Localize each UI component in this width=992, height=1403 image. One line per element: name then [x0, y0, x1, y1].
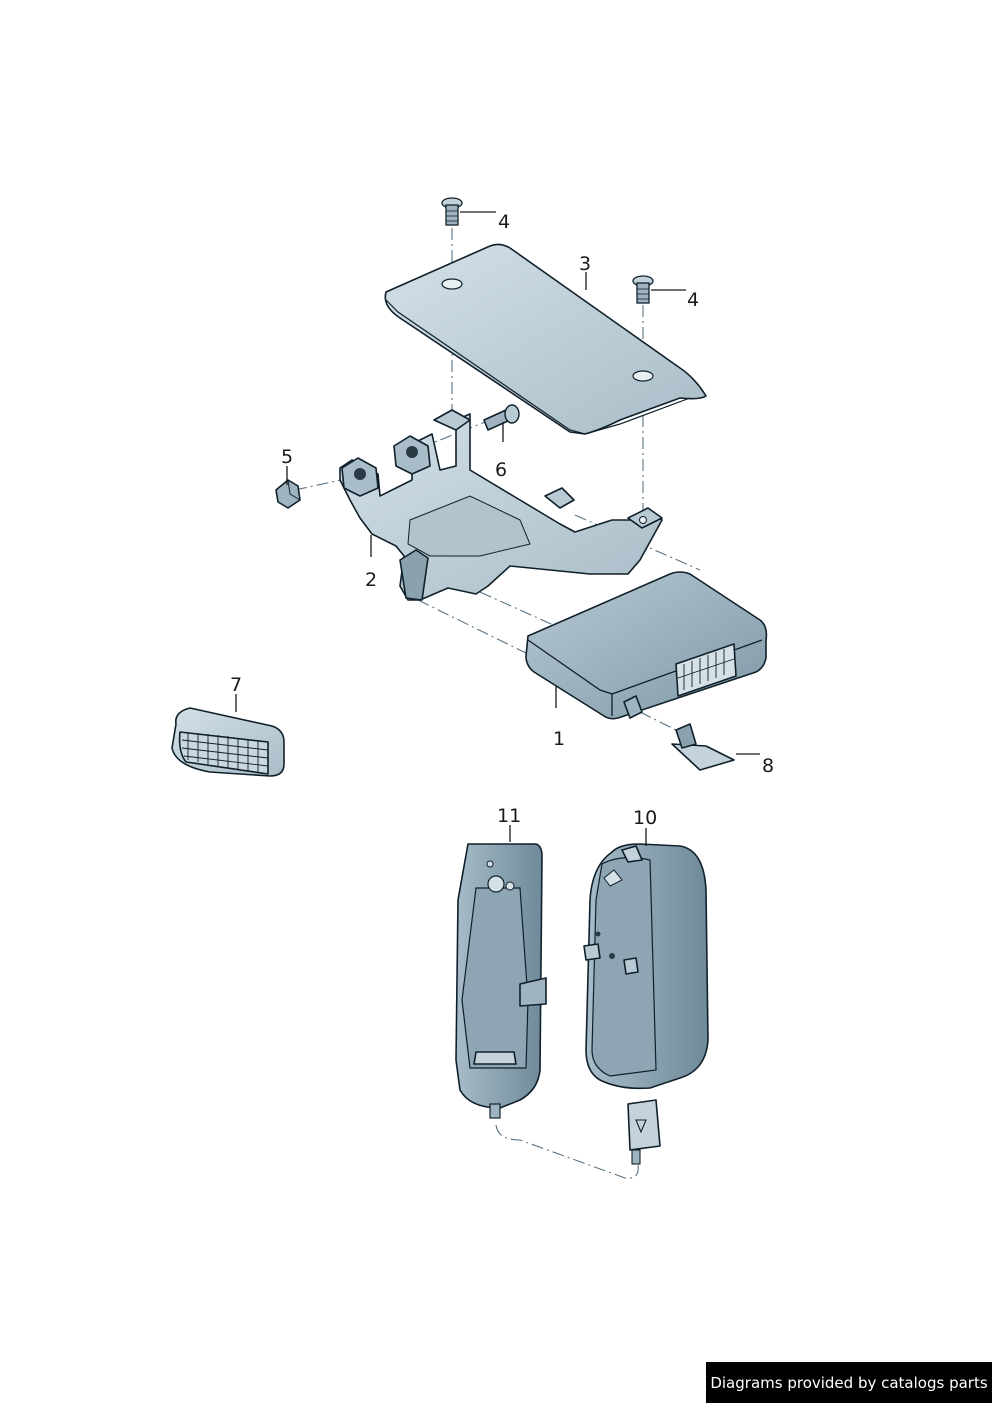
bolt [483, 404, 520, 431]
small-connector [671, 723, 735, 771]
callout-4-right: 4 [687, 289, 699, 311]
callout-6: 6 [495, 459, 507, 481]
callout-11: 11 [497, 805, 521, 827]
control-unit [525, 571, 768, 720]
callout-1: 1 [553, 728, 565, 750]
leader-lines [235, 211, 760, 846]
phone-connector-plug [627, 1099, 661, 1165]
phone-holder [583, 843, 709, 1090]
callout-8: 8 [762, 755, 774, 777]
connector-socket [675, 643, 737, 697]
callout-7: 7 [230, 674, 242, 696]
phone-cradle [455, 843, 547, 1119]
grille-cover [171, 707, 285, 777]
callout-2: 2 [365, 569, 377, 591]
callouts: 1 2 3 4 4 5 6 7 8 10 11 [230, 211, 774, 829]
clip-nut [275, 479, 301, 509]
callout-4-top: 4 [498, 211, 510, 233]
mounting-bracket [339, 409, 663, 601]
cover-plate [384, 243, 707, 435]
screw-top-right [632, 275, 654, 304]
credit-banner: Diagrams provided by catalogs parts [706, 1362, 992, 1403]
screw-top-left [441, 197, 463, 226]
callout-3: 3 [579, 253, 591, 275]
callout-5: 5 [281, 446, 293, 468]
callout-10: 10 [633, 807, 657, 829]
